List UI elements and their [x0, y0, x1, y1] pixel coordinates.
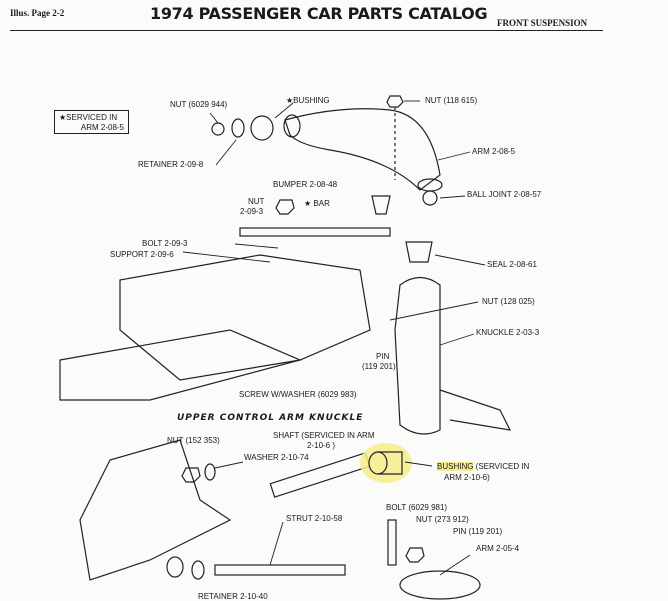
- label-nut-6029944: NUT (6029 944): [170, 100, 228, 109]
- nut-lower-right: [405, 547, 425, 563]
- seal: [405, 241, 433, 263]
- label-retainer-2098: RETAINER 2-09-8: [138, 160, 204, 169]
- label-seal: SEAL 2-08-61: [487, 260, 537, 269]
- label-pin-b: (119 201): [362, 362, 396, 371]
- label-bolt-2093: BOLT 2-09-3: [142, 239, 188, 248]
- label-screw: SCREW W/WASHER (6029 983): [239, 390, 357, 399]
- section-title: UPPER CONTROL ARM KNUCKLE: [177, 413, 364, 423]
- label-bushing-star: ★BUSHING: [286, 96, 330, 105]
- serviced-note-box: ★SERVICED IN ARM 2-08-5: [54, 110, 129, 134]
- label-nut-2093-b: 2-09-3: [240, 207, 264, 216]
- nut-top: [386, 95, 404, 108]
- label-nut-2093-a: NUT: [248, 197, 265, 206]
- label-nut-152353: NUT (152 353): [167, 436, 220, 445]
- note-line-1: ★SERVICED IN: [59, 113, 118, 122]
- bolt-lower: [387, 519, 397, 566]
- label-nut-118615: NUT (118 615): [425, 96, 478, 105]
- label-bushing-serviced-b: ARM 2-10-6): [444, 473, 490, 482]
- ball-joint: [417, 178, 443, 192]
- bar: [239, 227, 391, 237]
- strut: [214, 564, 346, 576]
- bushing-highlight: [360, 443, 412, 483]
- label-shaft-b: 2-10-6 ): [307, 441, 336, 450]
- nut-lower: [181, 467, 201, 483]
- label-washer: WASHER 2-10-74: [244, 453, 309, 462]
- bushing-highlighted-text: BUSHING: [437, 462, 474, 471]
- label-nut-128025: NUT (128 025): [482, 297, 535, 306]
- upper-arm: [284, 108, 441, 191]
- header-rule: [10, 30, 603, 31]
- label-strut: STRUT 2-10-58: [286, 514, 343, 523]
- support-frame: [119, 254, 371, 381]
- lower-frame: [79, 439, 232, 581]
- bushing-top: [250, 115, 274, 141]
- label-bumper: BUMPER 2-08-48: [273, 180, 338, 189]
- label-bolt-6029981: BOLT (6029 981): [386, 503, 448, 512]
- arm-lower: [399, 570, 481, 600]
- knuckle: [394, 276, 441, 435]
- label-arm-2085: ARM 2-08-5: [472, 147, 516, 156]
- bushing-serviced-text: (SERVICED IN: [473, 462, 530, 471]
- label-support: SUPPORT 2-09-6: [110, 250, 174, 259]
- bumper: [371, 195, 391, 215]
- label-ball-joint: BALL JOINT 2-08-57: [467, 190, 542, 199]
- label-retainer-21040: RETAINER 2-10-40: [198, 592, 268, 601]
- retainer-top: [231, 118, 245, 138]
- label-pin-a: PIN: [376, 352, 390, 361]
- label-bar: ★ BAR: [304, 199, 330, 208]
- label-knuckle: KNUCKLE 2-03-3: [476, 328, 540, 337]
- label-shaft-a: SHAFT (SERVICED IN ARM: [273, 431, 375, 440]
- label-bushing-serviced: BUSHING (SERVICED IN: [437, 462, 529, 471]
- label-pin-119201: PIN (119 201): [453, 527, 503, 536]
- nut-top-left: [211, 122, 225, 136]
- label-nut-273912: NUT (273 912): [416, 515, 469, 524]
- catalog-title: 1974 PASSENGER CAR PARTS CATALOG: [150, 4, 488, 23]
- section-heading: FRONT SUSPENSION: [497, 18, 588, 28]
- label-arm-2054: ARM 2-05-4: [476, 544, 520, 553]
- nut-bar: [275, 199, 295, 215]
- note-line-2: ARM 2-08-5: [80, 123, 124, 132]
- washer-lower: [204, 463, 216, 481]
- page-ref: Illus. Page 2-2: [10, 8, 65, 18]
